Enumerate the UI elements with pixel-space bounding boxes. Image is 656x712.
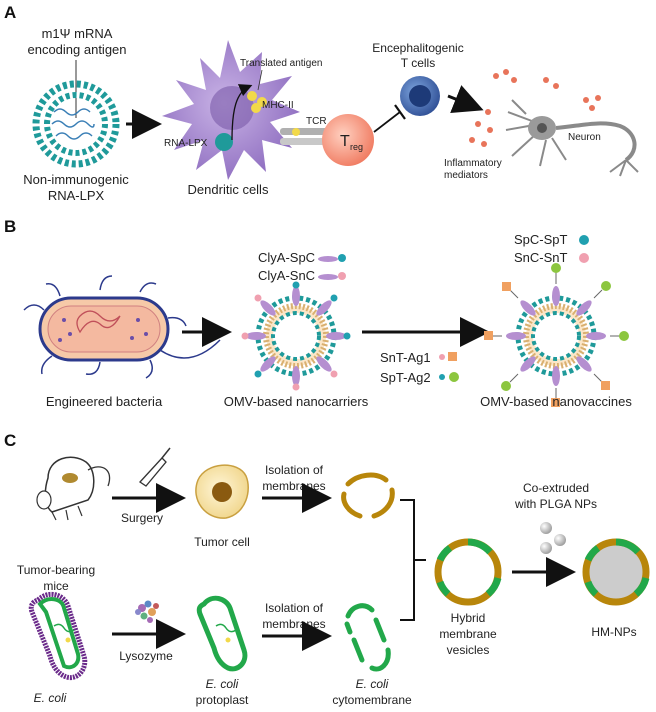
panel-a-label: A (4, 3, 16, 22)
isolation1-label-line2: membranes (262, 479, 325, 493)
hybrid-membrane-vesicle (434, 538, 502, 606)
lysozyme-icon (135, 600, 159, 623)
lysozyme-label: Lysozyme (119, 649, 173, 663)
translated-antigen-pointer (257, 69, 263, 91)
coextruded-label-line2: with PLGA NPs (514, 497, 597, 511)
isolation1-label-line1: Isolation of (265, 463, 324, 477)
translated-antigen-label: Translated antigen (240, 58, 322, 69)
tumor-cell-label: Tumor cell (194, 535, 250, 549)
treg-cell (322, 114, 374, 166)
protoplast-label-line1: E. coli (206, 677, 239, 691)
clya-snc-label: ClyA-SnC (258, 268, 315, 283)
isolation2-label-line1: Isolation of (265, 601, 324, 615)
panel-b-label: B (4, 217, 16, 236)
cytomembrane-label-line2: cytomembrane (332, 693, 412, 707)
snt-ag1-legend (439, 352, 457, 361)
spc-spt-legend (579, 235, 589, 245)
dendritic-cells-label: Dendritic cells (188, 182, 269, 197)
mrna-label-line1: m1Ψ mRNA (42, 26, 113, 41)
panel-c-label: C (4, 431, 16, 450)
tumor-bearing-mouse (36, 456, 111, 521)
spt-ag2-legend (439, 372, 459, 382)
lpx-label-line1: Non-immunogenic (23, 172, 129, 187)
nanovaccines-label: OMV-based nanovaccines (480, 394, 632, 409)
isolation2-label-line2: membranes (262, 617, 325, 631)
snt-ag1-label: SnT-Ag1 (380, 350, 431, 365)
tumor-membrane-fragments (341, 472, 395, 519)
hybrid-label-line1: Hybrid (451, 611, 486, 625)
coextruded-label-line1: Co-extruded (523, 481, 589, 495)
ecoli-cytomembrane-fragments (344, 603, 391, 672)
inflammatory-label-line2: mediators (444, 170, 488, 181)
inhibition-line (373, 111, 401, 133)
arrow-tcell-to-neuron (447, 85, 484, 114)
mhc-label: MHC-II (262, 100, 294, 111)
hm-nps-label: HM-NPs (591, 625, 636, 639)
hm-nanoparticle (582, 538, 650, 606)
surgery-label: Surgery (121, 511, 163, 525)
hybrid-label-line3: vesicles (447, 643, 490, 657)
spt-ag2-label: SpT-Ag2 (380, 370, 431, 385)
treg-label-main: T (340, 133, 350, 150)
inflammatory-mediator-dots (469, 69, 601, 147)
neuron-label: Neuron (568, 132, 601, 143)
spc-spt-label: SpC-SpT (514, 232, 568, 247)
protoplast-label-line2: protoplast (196, 693, 249, 707)
hybrid-label-line2: membrane (439, 627, 497, 641)
nanocarriers-label: OMV-based nanocarriers (224, 394, 369, 409)
tcr-label: TCR (306, 116, 327, 127)
tumor-mice-label-line2: mice (43, 579, 69, 593)
treg-label-sub: reg (350, 142, 363, 152)
merge-bracket (400, 499, 426, 621)
encephalitogenic-t-cell (400, 76, 440, 116)
plga-nanoparticles (540, 522, 566, 554)
mhc-tcr-complex (280, 128, 330, 145)
ecoli-bacterium (28, 591, 88, 680)
rna-lpx-liposome (32, 80, 120, 168)
encephalitogenic-label-line2: T cells (401, 56, 435, 70)
rna-lpx-label: RNA-LPX (164, 138, 208, 149)
antigen-translation-arrow (231, 84, 253, 141)
inflammatory-label-line1: Inflammatory (444, 158, 502, 169)
clya-spc-label: ClyA-SpC (258, 250, 315, 265)
engineered-bacterium (23, 275, 221, 379)
snc-snt-label: SnC-SnT (514, 250, 568, 265)
cytomembrane-label-line1: E. coli (356, 677, 389, 691)
omv-nanocarrier (241, 281, 351, 391)
tumor-cell (195, 464, 249, 519)
mrna-label-line2: encoding antigen (27, 42, 126, 57)
neuron (505, 99, 639, 177)
inhibition-bar (394, 104, 406, 120)
encephalitogenic-label-line1: Encephalitogenic (372, 41, 463, 55)
tumor-mice-label-line1: Tumor-bearing (17, 563, 95, 577)
ecoli-label: E. coli (34, 691, 67, 705)
scalpel-icon (139, 447, 171, 487)
bacteria-label: Engineered bacteria (46, 394, 163, 409)
clya-spc-legend (318, 254, 346, 262)
ecoli-protoplast (196, 595, 248, 672)
clya-snc-legend (318, 272, 346, 280)
omv-nanovaccine (484, 263, 629, 407)
lpx-label-line2: RNA-LPX (48, 188, 105, 203)
snc-snt-legend (579, 253, 589, 263)
